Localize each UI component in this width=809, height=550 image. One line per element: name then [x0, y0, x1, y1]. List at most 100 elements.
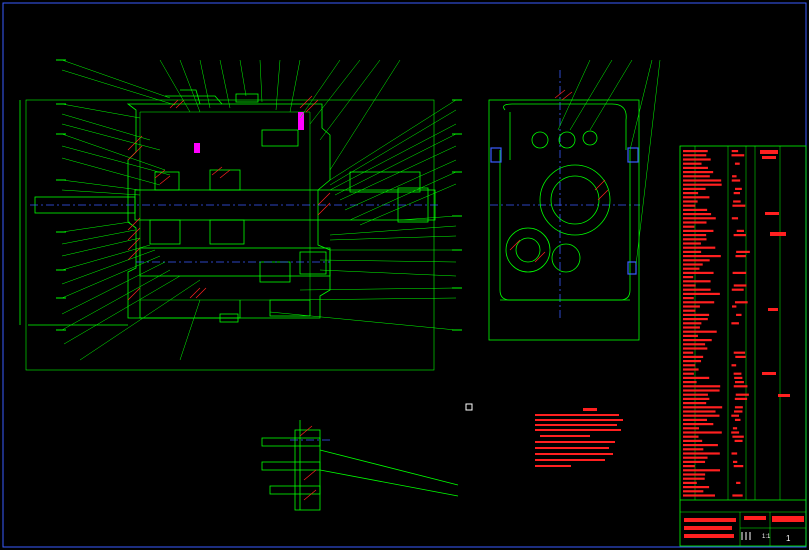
- parts-row-material: [734, 397, 748, 400]
- highlight-parts: [194, 112, 304, 153]
- technical-notes-block: [535, 408, 623, 467]
- parts-row-name: [683, 435, 699, 438]
- parts-row-material: [733, 351, 746, 354]
- parts-row-material: [733, 385, 748, 388]
- parts-row-material: [732, 305, 737, 308]
- parts-row-name: [683, 339, 712, 342]
- parts-row-material: [731, 452, 738, 455]
- center-lines: [30, 70, 640, 441]
- parts-row-material: [736, 313, 742, 316]
- side-view-hatching: [509, 89, 609, 263]
- parts-row-name: [683, 376, 710, 379]
- parts-row-material: [734, 376, 743, 379]
- parts-row-material: [733, 465, 744, 468]
- parts-row-name: [683, 288, 711, 291]
- parts-row-name: [683, 410, 716, 413]
- parts-row-name: [683, 486, 710, 489]
- parts-row-name: [683, 402, 707, 405]
- parts-row-name: [683, 418, 708, 421]
- parts-row-name: [683, 238, 707, 241]
- parts-row-name: [683, 213, 712, 216]
- parts-row-name: [683, 196, 710, 199]
- parts-row-name: [683, 225, 695, 228]
- parts-row-name: [683, 187, 706, 190]
- parts-row-name: [683, 444, 718, 447]
- sheet-scale-label: 1:1: [762, 534, 771, 540]
- parts-row-name: [683, 158, 711, 161]
- parts-row-name: [683, 271, 714, 274]
- parts-row-name: [683, 381, 697, 384]
- parts-row-name: [683, 175, 710, 178]
- parts-row-name: [683, 183, 722, 186]
- parts-row-material: [731, 217, 739, 220]
- parts-row-name: [683, 301, 715, 304]
- parts-row-name: [683, 309, 696, 312]
- parts-row-material: [732, 460, 738, 463]
- parts-row-material: [731, 414, 740, 417]
- parts-row-name: [683, 246, 716, 249]
- parts-row-name: [683, 364, 696, 367]
- title-block-fills: [684, 150, 804, 538]
- selection-marker: [465, 403, 473, 411]
- parts-row-name: [683, 250, 702, 253]
- parts-row-name: [683, 280, 711, 283]
- parts-row-name: [683, 368, 699, 371]
- parts-row-name: [683, 351, 694, 354]
- parts-row-material: [733, 200, 741, 203]
- parts-row-material: [736, 481, 741, 484]
- parts-row-name: [683, 154, 707, 157]
- parts-row-material: [735, 393, 749, 396]
- parts-row-material: [731, 364, 737, 367]
- parts-row-material: [732, 427, 738, 430]
- parts-row-material: [731, 150, 739, 153]
- parts-row-name: [683, 179, 722, 182]
- parts-row-material: [734, 381, 744, 384]
- side-view-gearbox: [488, 99, 640, 341]
- parts-row-name: [683, 397, 710, 400]
- parts-row-name: [683, 267, 700, 270]
- parts-row-material: [733, 192, 740, 195]
- parts-row-name: [683, 448, 704, 451]
- parts-row-name: [683, 389, 720, 392]
- side-view-leaders: [557, 59, 661, 266]
- parts-row-name: [683, 423, 714, 426]
- leader-tags: [56, 59, 462, 331]
- parts-row-name: [683, 221, 707, 224]
- parts-row-name: [683, 255, 721, 258]
- parts-row-material: [732, 271, 747, 274]
- parts-row-material: [734, 410, 743, 413]
- parts-row-material: [732, 435, 744, 438]
- parts-row-name: [683, 326, 700, 329]
- parts-row-name: [683, 305, 700, 308]
- parts-row-name: [683, 431, 722, 434]
- parts-row-name: [683, 360, 702, 363]
- parts-row-material: [733, 372, 742, 375]
- parts-row-name: [683, 292, 720, 295]
- parts-row-name: [683, 406, 723, 409]
- parts-row-name: [683, 385, 721, 388]
- parts-row-name: [683, 347, 708, 350]
- parts-row-name: [683, 192, 699, 195]
- parts-row-name: [683, 166, 708, 169]
- parts-row-name: [683, 334, 698, 337]
- parts-row-name: [683, 318, 708, 321]
- parts-row-material: [735, 255, 746, 258]
- parts-row-material: [732, 204, 746, 207]
- parts-row-name: [683, 242, 701, 245]
- parts-row-name: [683, 473, 706, 476]
- parts-row-name: [683, 276, 694, 279]
- parts-row-name: [683, 229, 714, 232]
- parts-list-rows: [683, 150, 750, 497]
- parts-row-name: [683, 414, 720, 417]
- parts-row-name: [683, 259, 710, 262]
- parts-row-name: [683, 452, 720, 455]
- parts-row-material: [736, 229, 744, 232]
- parts-row-name: [683, 490, 704, 493]
- parts-row-name: [683, 427, 700, 430]
- section-hatching: [127, 95, 331, 301]
- parts-row-name: [683, 171, 714, 174]
- parts-row-name: [683, 477, 705, 480]
- side-view-blue-parts: [490, 147, 639, 275]
- parts-row-name: [683, 372, 694, 375]
